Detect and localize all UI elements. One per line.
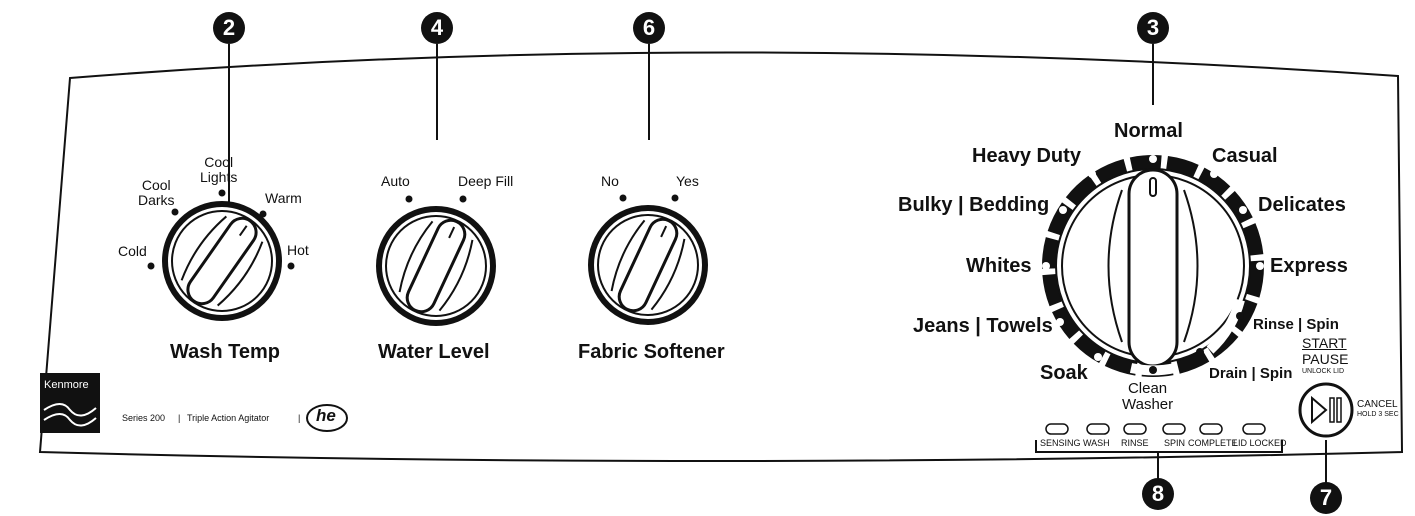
sep1: | (178, 413, 181, 423)
he-logo-text: he (316, 406, 336, 425)
cycle-rinse-spin: Rinse | Spin (1253, 316, 1339, 333)
hold-label: HOLD 3 SEC (1357, 411, 1399, 418)
start-label: START (1302, 335, 1347, 351)
agitator-label: Triple Action Agitator (187, 413, 270, 423)
clean-washer-line2: Washer (1122, 395, 1174, 413)
callout-2: 2 (213, 12, 245, 44)
indicator-lid-locked: LID LOCKED (1233, 438, 1287, 448)
cycle-casual: Casual (1212, 145, 1278, 167)
cycle-knob (1042, 155, 1264, 377)
wash-temp-title: Wash Temp (170, 341, 281, 363)
cycle-jeans-towels: Jeans | Towels (913, 315, 1053, 337)
water-level-title: Water Level (378, 341, 490, 363)
setting-cool-darks: Cool Darks (138, 178, 175, 207)
cycle-drain-spin: Drain | Spin (1209, 365, 1293, 382)
callout-7: 7 (1310, 482, 1342, 514)
callout-8: 8 (1142, 478, 1174, 510)
setting-hot: Hot (287, 242, 309, 258)
indicator-wash: WASH (1083, 438, 1110, 448)
fabric-softener-knob (588, 205, 708, 325)
setting-deep-fill: Deep Fill (458, 173, 514, 189)
callout-6: 6 (633, 12, 665, 44)
series-label: Series 200 (122, 413, 166, 423)
cycle-whites: Whites (966, 255, 1032, 277)
cool-lights-line2: Lights (200, 168, 238, 185)
cancel-label: CANCEL (1357, 399, 1398, 410)
cycle-express: Express (1270, 255, 1348, 277)
fabric-softener-title: Fabric Softener (578, 341, 725, 363)
indicator-complete: COMPLETE (1188, 438, 1238, 448)
setting-cool-lights: Cool Lights (200, 155, 237, 184)
unlock-lid-label: UNLOCK LID (1302, 368, 1345, 375)
kenmore-logo-text: Kenmore (44, 379, 89, 391)
callout-3: 3 (1137, 12, 1169, 44)
indicator-lamps (1045, 423, 1266, 435)
setting-no: No (601, 173, 619, 189)
indicator-sensing: SENSING (1040, 438, 1081, 448)
cycle-clean-washer: Clean Washer (1122, 381, 1173, 413)
clean-washer-line1: Clean (1127, 380, 1168, 397)
start-pause-button (1298, 382, 1354, 438)
cycle-bulky-bedding: Bulky | Bedding (898, 194, 1050, 216)
indicator-rinse: RINSE (1121, 438, 1149, 448)
sep2: | (298, 413, 301, 423)
callout-4: 4 (421, 12, 453, 44)
pause-label: PAUSE (1302, 351, 1349, 367)
indicator-spin: SPIN (1164, 438, 1186, 448)
cool-darks-line2: Darks (138, 191, 175, 208)
cycle-delicates: Delicates (1258, 194, 1346, 216)
kenmore-logo (40, 373, 100, 433)
cycle-soak: Soak (1040, 362, 1088, 384)
panel-outline (38, 51, 1404, 462)
he-logo (306, 404, 348, 432)
setting-yes: Yes (676, 173, 699, 189)
cycle-normal: Normal (1114, 120, 1183, 142)
setting-cold: Cold (118, 243, 147, 259)
setting-warm: Warm (265, 190, 302, 206)
cool-darks-line1: Cool (141, 177, 171, 193)
wash-temp-knob (162, 201, 282, 321)
setting-auto: Auto (381, 173, 410, 189)
cycle-heavy-duty: Heavy Duty (972, 145, 1081, 167)
cool-lights-line1: Cool (204, 154, 234, 170)
water-level-knob (376, 206, 496, 326)
